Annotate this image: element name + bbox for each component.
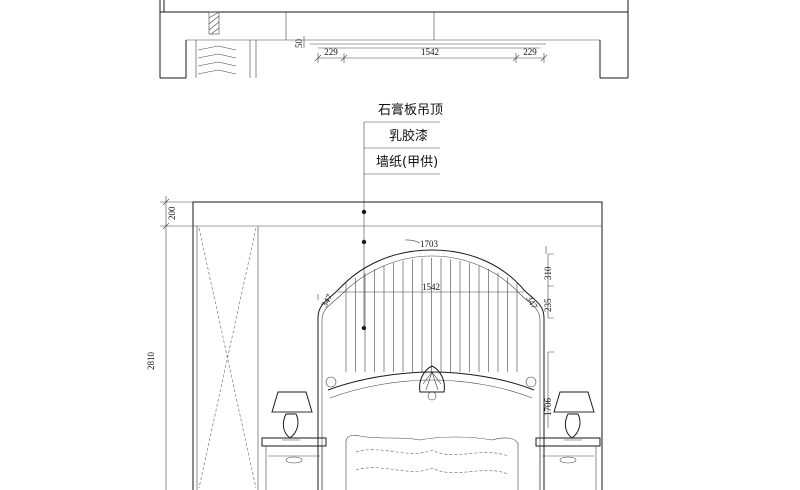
elev-dim-shoulder-height: 235: [543, 298, 553, 312]
left-nightstand-lamp: [261, 391, 327, 490]
bed-post-finials: [317, 246, 547, 300]
elevation-frame: [160, 196, 603, 490]
plan-dim-depth: 50: [294, 39, 304, 49]
note-wallpaper: 墙纸(甲供): [376, 155, 438, 170]
elev-dim-headboard-width: 1542: [422, 282, 440, 292]
elev-dim-total-height: 2810: [146, 352, 156, 371]
elev-dim-crown-height: 310: [543, 266, 553, 280]
elev-dim-arc-length: 1703: [420, 239, 439, 249]
note-latex-paint: 乳胶漆: [389, 128, 428, 144]
elev-dim-right-radius: 347: [524, 294, 540, 311]
elev-dim-post-height: 1706: [543, 398, 553, 417]
elev-dim-left-radius: 347: [319, 292, 335, 309]
headboard: [317, 239, 554, 490]
elev-dim-ceiling-drop: 200: [167, 206, 177, 220]
plan-dim-left: 229: [324, 47, 338, 57]
right-nightstand-lamp: [535, 391, 601, 490]
plan-view: [159, 0, 629, 79]
plan-dim-middle: 1542: [421, 47, 439, 57]
plan-dim-right: 229: [523, 47, 537, 57]
note-gypsum-ceiling: 石膏板吊顶: [378, 102, 443, 118]
